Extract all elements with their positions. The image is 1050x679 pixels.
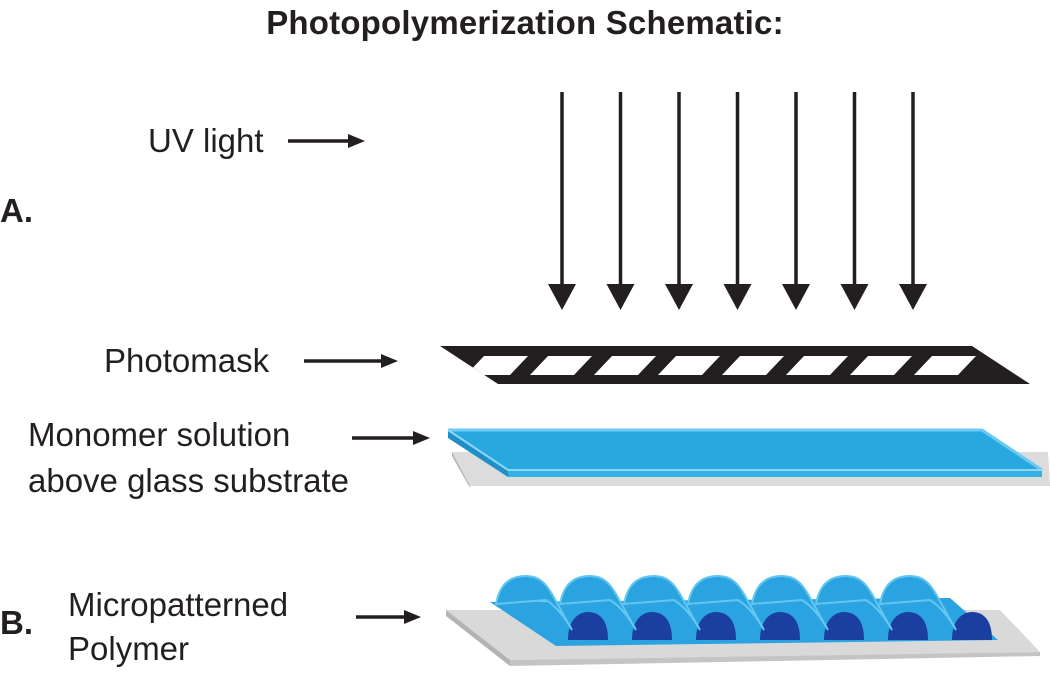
polymer-channel	[824, 612, 864, 640]
photomask-stripe	[594, 356, 656, 375]
uv-arrow	[548, 92, 576, 310]
photomask-stripe	[850, 356, 912, 375]
polymer-ridge	[750, 574, 829, 631]
uv-light-arrows	[548, 92, 927, 310]
diagram-title: Photopolymerization Schematic:	[266, 4, 784, 41]
monomer-label-line1: Monomer solution	[28, 416, 291, 453]
panel-b-label: B.	[0, 604, 33, 641]
polymer-channel	[568, 612, 608, 640]
polymer-channel	[632, 612, 672, 640]
photomask-stripe	[466, 356, 528, 375]
monomer-slab	[447, 428, 1050, 488]
photomask-stripe	[914, 356, 976, 375]
photomask	[440, 346, 1030, 384]
uv-arrow	[840, 92, 869, 310]
monomer-label-line2: above glass substrate	[28, 462, 350, 499]
polymer-ridge	[558, 574, 637, 631]
uv-arrow	[782, 92, 810, 310]
uv-arrow	[665, 92, 693, 310]
polymer-label-line2: Polymer	[68, 630, 190, 667]
polymer-channel	[760, 612, 800, 640]
photomask-stripe	[786, 356, 848, 375]
uv-arrow	[606, 92, 635, 310]
photomask-stripe	[658, 356, 720, 375]
uv-light-label: UV light	[148, 122, 264, 159]
micropatterned-polymer	[446, 574, 1040, 666]
polymer-channel	[952, 612, 992, 640]
photomask-label: Photomask	[104, 342, 270, 379]
panel-a-label: A.	[0, 192, 33, 229]
uv-light-pointer-arrow	[288, 134, 365, 148]
photomask-pointer-arrow	[304, 354, 398, 368]
polymer-ridge	[814, 574, 893, 631]
polymer-ridge	[622, 574, 701, 631]
photomask-stripe	[530, 356, 592, 375]
polymer-ridge	[686, 574, 765, 631]
uv-arrow	[899, 92, 927, 310]
polymer-label-line1: Micropatterned	[68, 586, 289, 623]
monomer-pointer-arrow	[352, 431, 430, 445]
polymer-ridge	[878, 574, 957, 631]
polymer-channel	[696, 612, 736, 640]
polymer-channel	[888, 612, 928, 640]
polymer-pointer-arrow	[356, 610, 421, 624]
polymer-ridge	[494, 574, 573, 631]
photomask-stripe	[722, 356, 784, 375]
uv-arrow	[723, 92, 752, 310]
